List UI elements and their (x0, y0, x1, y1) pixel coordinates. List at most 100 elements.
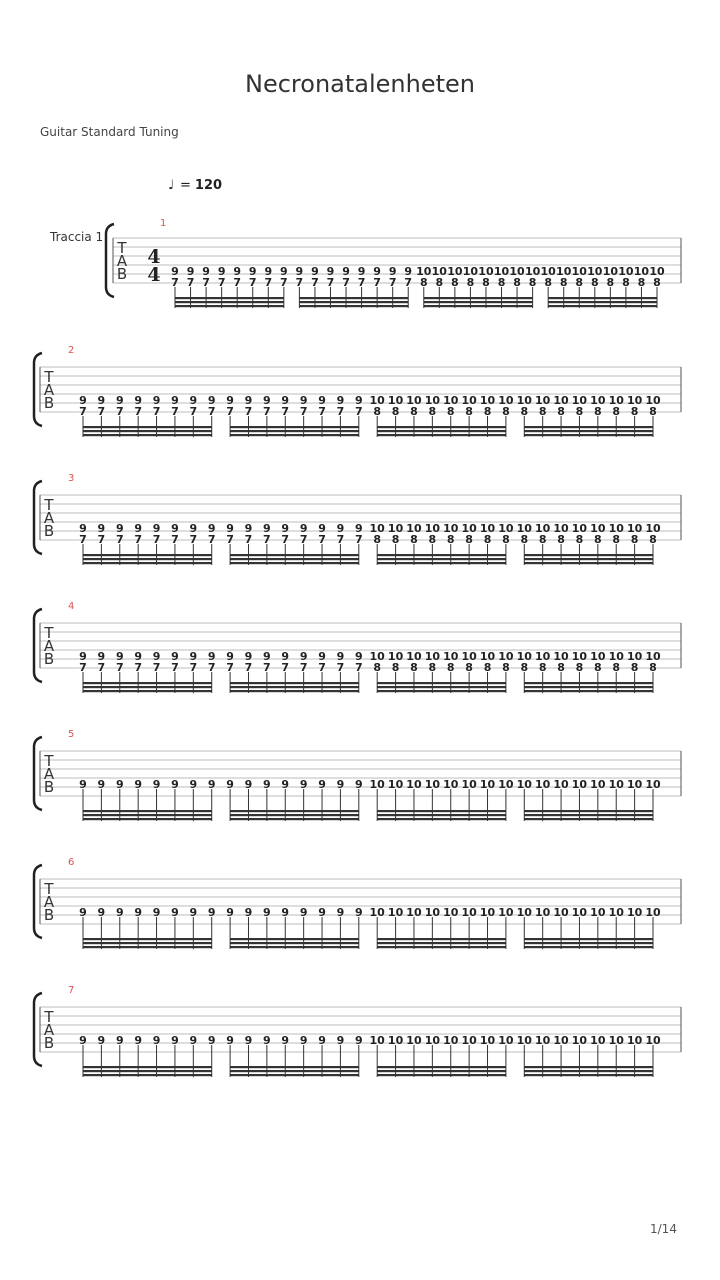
fret-number: 9 (373, 265, 381, 278)
fret-number: 7 (189, 405, 197, 418)
beam (83, 1070, 212, 1073)
staff-bracket (32, 863, 43, 940)
fret-number: 10 (425, 650, 441, 663)
fret-number: 9 (171, 906, 179, 919)
fret-number: 8 (539, 533, 547, 546)
fret-number: 9 (116, 394, 124, 407)
staff-bracket (32, 735, 43, 812)
beam (377, 686, 506, 689)
fret-number: 10 (480, 906, 496, 919)
fret-number: 9 (189, 778, 197, 791)
fret-number: 9 (318, 522, 326, 535)
fret-number: 8 (410, 405, 418, 418)
fret-number: 7 (249, 276, 257, 289)
fret-number: 8 (607, 276, 615, 289)
fret-number: 7 (404, 276, 412, 289)
beam (377, 818, 506, 821)
fret-number: 9 (116, 906, 124, 919)
fret-number: 8 (649, 533, 657, 546)
fret-number: 7 (187, 276, 195, 289)
beam (524, 686, 653, 689)
fret-number: 9 (134, 394, 142, 407)
beam (175, 305, 284, 308)
fret-number: 9 (189, 522, 197, 535)
fret-number: 10 (443, 650, 459, 663)
fret-number: 10 (388, 650, 404, 663)
fret-number: 9 (281, 394, 289, 407)
fret-number: 10 (498, 522, 514, 535)
fret-number: 7 (98, 661, 106, 674)
fret-number: 10 (627, 650, 643, 663)
fret-number: 8 (392, 661, 400, 674)
fret-number: 10 (645, 522, 661, 535)
fret-number: 9 (263, 650, 271, 663)
fret-number: 10 (517, 394, 533, 407)
fret-number: 10 (572, 650, 588, 663)
fret-number: 10 (525, 265, 541, 278)
beam (175, 301, 284, 304)
fret-number: 9 (318, 394, 326, 407)
fret-number: 7 (116, 661, 124, 674)
fret-number: 8 (520, 533, 528, 546)
fret-number: 9 (79, 906, 87, 919)
beam (377, 426, 506, 429)
fret-number: 9 (318, 906, 326, 919)
fret-number: 7 (337, 661, 345, 674)
fret-number: 9 (171, 394, 179, 407)
fret-number: 10 (517, 1034, 533, 1047)
fret-number: 9 (226, 394, 234, 407)
fret-number: 7 (300, 533, 308, 546)
fret-number: 10 (572, 265, 588, 278)
beam (377, 434, 506, 437)
fret-number: 7 (134, 405, 142, 418)
fret-number: 10 (370, 1034, 386, 1047)
fret-number: 10 (370, 906, 386, 919)
fret-number: 7 (263, 405, 271, 418)
fret-number: 9 (79, 394, 87, 407)
fret-number: 10 (480, 522, 496, 535)
fret-number: 7 (318, 533, 326, 546)
measure-number: 5 (68, 729, 74, 740)
fret-number: 7 (171, 276, 179, 289)
fret-number: 7 (208, 661, 216, 674)
fret-number: 9 (134, 778, 142, 791)
measure-number: 4 (68, 601, 74, 612)
tab-clef-letter: A (44, 637, 55, 655)
fret-number: 8 (594, 533, 602, 546)
fret-number: 9 (116, 1034, 124, 1047)
fret-number: 7 (208, 405, 216, 418)
fret-number: 7 (79, 661, 87, 674)
fret-number: 9 (153, 1034, 161, 1047)
fret-number: 9 (337, 650, 345, 663)
fret-number: 8 (631, 661, 639, 674)
fret-number: 10 (425, 778, 441, 791)
fret-number: 10 (517, 522, 533, 535)
beam (423, 305, 533, 308)
fret-number: 10 (461, 906, 477, 919)
beam (377, 946, 506, 949)
fret-number: 10 (590, 1034, 606, 1047)
fret-number: 7 (300, 405, 308, 418)
fret-number: 10 (480, 778, 496, 791)
fret-number: 10 (572, 394, 588, 407)
fret-number: 9 (327, 265, 335, 278)
fret-number: 9 (300, 650, 308, 663)
fret-number: 10 (388, 1034, 404, 1047)
fret-number: 7 (281, 661, 289, 674)
measure-number: 1 (160, 218, 166, 229)
fret-number: 10 (406, 906, 422, 919)
fret-number: 10 (572, 522, 588, 535)
beam (377, 682, 506, 685)
staff-bracket (32, 991, 43, 1068)
fret-number: 7 (116, 533, 124, 546)
track-label: Traccia 1 (49, 230, 103, 244)
fret-number: 8 (392, 405, 400, 418)
measure-number: 6 (68, 857, 74, 868)
fret-number: 10 (553, 650, 569, 663)
fret-number: 10 (480, 394, 496, 407)
beam (524, 942, 653, 945)
fret-number: 9 (218, 265, 226, 278)
